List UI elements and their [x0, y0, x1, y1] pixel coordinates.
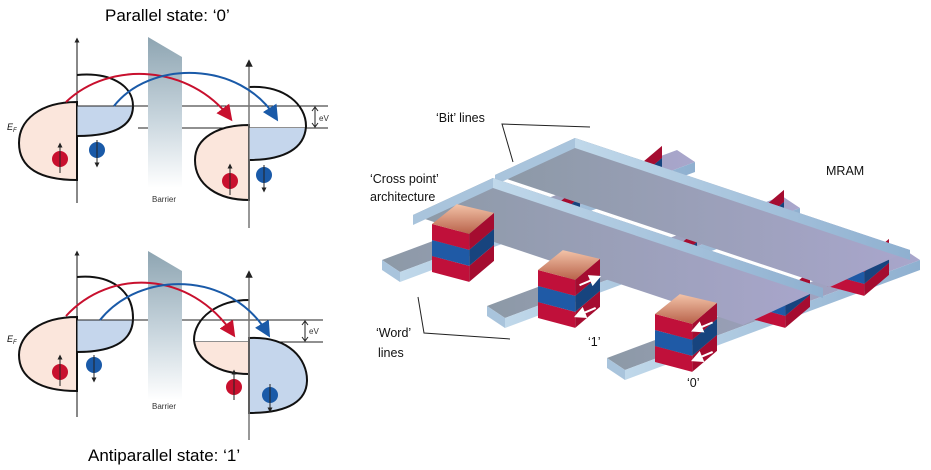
cell-state-one-layer-side — [575, 258, 600, 296]
magnetization-left-arrow-icon — [691, 321, 714, 333]
architecture-label: architecture — [370, 190, 435, 204]
bit-lines-label: ‘Bit’ lines — [436, 111, 485, 125]
cell-front-1-top — [432, 204, 494, 234]
cell-state-zero-layer-side — [692, 334, 717, 372]
cell-front-1-layer-side — [469, 228, 494, 266]
magnetization-left-arrow-icon — [691, 350, 714, 362]
cell-state-zero-layer-front — [655, 314, 693, 340]
bit-line-2-end — [413, 178, 493, 225]
right-spin-up-band — [193, 123, 250, 202]
left-spin-down-band-filled — [77, 320, 133, 352]
right-spin-up-band-filled — [195, 342, 249, 374]
cell-mid-3-layer-side — [785, 294, 810, 328]
right-spin-down-band — [248, 85, 308, 161]
cell-state-zero-layer-front — [655, 346, 693, 372]
bit-line-1-top — [495, 138, 910, 287]
state-zero-label: ‘0’ — [687, 376, 700, 390]
cell-state-one-layer-front — [538, 270, 576, 296]
spin-down-tunneling-arrow — [113, 71, 279, 122]
left-spin-down-band-filled — [77, 106, 133, 136]
bit-line-1-end — [495, 138, 575, 185]
magnetization-right-arrow-icon — [579, 275, 602, 287]
bit-lines-leader — [501, 123, 591, 163]
left-spin-down-band — [76, 275, 135, 353]
right-spin-down-band — [248, 336, 309, 415]
parallel-state-title: Parallel state: ‘0’ — [105, 6, 230, 25]
barrier-label: Barrier — [152, 402, 176, 411]
right-spin-down-band-filled — [249, 128, 306, 160]
cell-front-1-layer-side — [469, 212, 494, 250]
cell-front-1-layer-front — [432, 256, 470, 282]
cell-state-one-top — [538, 250, 600, 280]
cell-state-one-layer-front — [538, 286, 576, 312]
bit-line-2-side — [493, 178, 823, 298]
bias-label: eV — [319, 114, 329, 123]
right-spin-up-band — [192, 299, 250, 375]
left-spin-up-band — [17, 315, 78, 393]
bit-line-2-top — [413, 178, 823, 325]
tunnel-barrier — [148, 251, 182, 400]
spin-down-tunneling-arrow — [99, 283, 271, 338]
barrier-label: Barrier — [152, 195, 176, 204]
cell-state-one-layer-front — [538, 302, 576, 328]
fermi-energy-label: EF — [7, 334, 17, 346]
cell-state-one-layer-side — [575, 290, 600, 328]
cell-front-1-layer-front — [432, 240, 470, 266]
mram-title: MRAM — [826, 164, 864, 178]
left-spin-up-band — [17, 100, 78, 182]
spin-up-tunneling-arrow — [65, 281, 236, 338]
word-line-3-end — [607, 358, 625, 380]
cross-point-label: ‘Cross point’ — [370, 172, 439, 186]
cell-back-3-layer-side — [864, 262, 889, 296]
fermi-energy-label: EF — [7, 122, 17, 134]
cell-front-1-layer-side — [469, 244, 494, 282]
antiparallel-state-title: Antiparallel state: ‘1’ — [88, 446, 241, 465]
cell-state-zero-layer-side — [692, 318, 717, 356]
bias-label: eV — [309, 327, 319, 336]
mram-array — [382, 138, 920, 380]
cell-front-1-layer-front — [432, 224, 470, 250]
word-line-1-end — [382, 260, 400, 282]
parallel-band-diagram: Barrier eV EF — [7, 37, 329, 228]
cell-state-zero-layer-front — [655, 330, 693, 356]
state-one-label: ‘1’ — [588, 335, 601, 349]
magnetization-left-arrow-icon — [574, 306, 597, 318]
word-lines-leader — [417, 296, 511, 340]
word-lines-label-2: lines — [378, 346, 404, 360]
word-line-2-end — [487, 306, 505, 328]
tunnel-barrier — [148, 37, 182, 188]
word-lines-label: ‘Word’ — [376, 326, 411, 340]
antiparallel-band-diagram: Barrier eV EF — [7, 250, 323, 440]
spin-up-tunneling-arrow — [65, 73, 233, 122]
bit-line-1-side — [575, 138, 910, 260]
cell-state-zero-top — [655, 294, 717, 324]
